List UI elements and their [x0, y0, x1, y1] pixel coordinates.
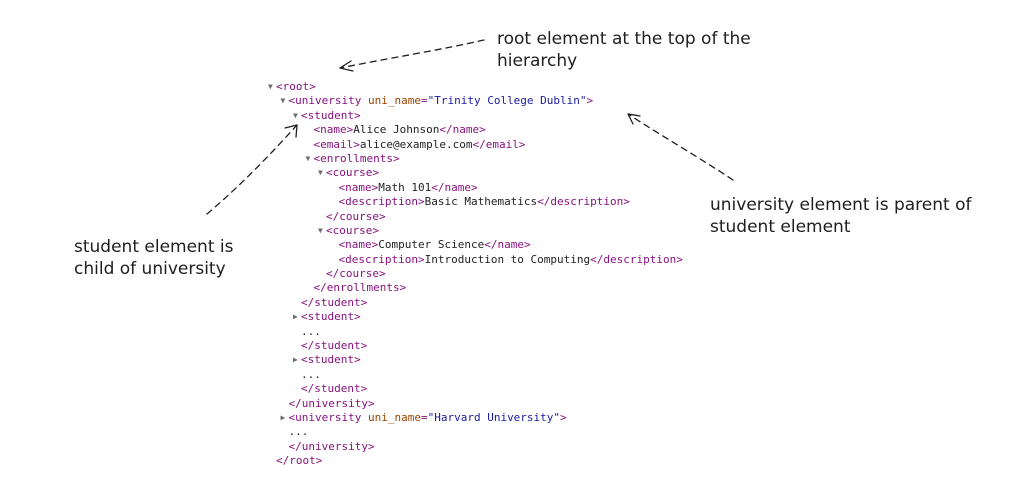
xml-tag: </university>	[288, 396, 375, 410]
xml-txt: Computer Science	[378, 238, 485, 252]
arrow-to-student	[206, 124, 298, 215]
collapse-triangle-icon[interactable]: ▶	[293, 312, 298, 322]
xml-line: </course>	[0, 210, 760, 224]
xml-line: <name>Computer Science</name>	[0, 238, 760, 252]
arrow-to-student-line	[206, 124, 298, 215]
xml-tag: <university	[288, 94, 368, 108]
xml-tag: </name>	[431, 180, 478, 194]
xml-tag: </name>	[484, 238, 531, 252]
xml-attr-name: uni_name	[367, 94, 421, 108]
xml-tag: <course>	[326, 166, 379, 180]
xml-txt: Alice Johnson	[353, 123, 440, 137]
expand-triangle-icon[interactable]: ▼	[268, 82, 273, 91]
xml-attr-name: uni_name	[367, 410, 421, 424]
xml-line: </enrollments>	[0, 281, 760, 295]
xml-line: </university>	[0, 440, 760, 454]
xml-tag: <name>	[313, 123, 354, 137]
xml-txt: ...	[288, 425, 309, 439]
xml-txt: Math 101	[378, 180, 432, 194]
expand-triangle-icon[interactable]: ▼	[318, 225, 323, 235]
xml-tag: </enrollments>	[313, 281, 407, 295]
xml-tag: =	[420, 94, 428, 108]
xml-tag: </root>	[276, 454, 323, 468]
arrow-to-student-head	[284, 124, 298, 138]
xml-tag: <root>	[276, 80, 316, 93]
xml-line: ▶<student>	[0, 353, 760, 367]
xml-tag: <email>	[313, 137, 360, 151]
xml-line: </student>	[0, 339, 760, 353]
xml-tree-viewer: ▼<root>▼<university uni_name="Trinity Co…	[0, 80, 760, 469]
xml-line: <email>alice@example.com</email>	[0, 138, 760, 152]
xml-tag: <name>	[338, 238, 379, 252]
xml-txt: ...	[301, 367, 321, 381]
xml-tag: <student>	[301, 108, 361, 122]
xml-line: ...	[0, 368, 760, 382]
arrow-to-root-head	[339, 60, 354, 72]
xml-line: ...	[0, 325, 760, 339]
xml-line: ▼<root>	[0, 80, 760, 94]
xml-tag: <course>	[326, 223, 379, 237]
xml-tag: =	[420, 410, 428, 424]
xml-line: ▶<student>	[0, 310, 760, 324]
expand-triangle-icon[interactable]: ▼	[318, 168, 323, 178]
xml-line: </student>	[0, 382, 760, 396]
arrow-to-root-line	[339, 39, 485, 69]
xml-line: </university>	[0, 397, 760, 411]
xml-line: <description>Introduction to Computing</…	[0, 253, 760, 267]
xml-line: </root>	[0, 454, 760, 468]
arrow-to-university-line	[627, 113, 734, 181]
xml-tag: </student>	[301, 295, 368, 309]
expand-triangle-icon[interactable]: ▼	[293, 110, 298, 120]
xml-tag: </course>	[326, 209, 386, 223]
xml-tag: </name>	[439, 123, 486, 137]
xml-line: </course>	[0, 267, 760, 281]
xml-line: <name>Math 101</name>	[0, 181, 760, 195]
arrow-to-university	[627, 113, 734, 181]
xml-tag: <university	[288, 410, 368, 424]
xml-attr-val: "Trinity College Dublin"	[427, 94, 587, 108]
xml-line: ▶<university uni_name="Harvard Universit…	[0, 411, 760, 425]
xml-line: ...	[0, 425, 760, 439]
xml-line: <name>Alice Johnson</name>	[0, 123, 760, 137]
xml-tag: </email>	[472, 137, 526, 151]
xml-tag: <enrollments>	[313, 151, 400, 165]
collapse-triangle-icon[interactable]: ▶	[280, 412, 286, 422]
arrow-to-root	[339, 39, 485, 72]
xml-txt: Introduction to Computing	[424, 252, 591, 266]
xml-tag: >	[560, 410, 567, 424]
xml-line: ▼<course>	[0, 166, 760, 180]
xml-line: ▼<student>	[0, 109, 760, 123]
xml-line: </student>	[0, 296, 760, 310]
xml-line: ▼<university uni_name="Trinity College D…	[0, 94, 760, 108]
xml-txt: ...	[301, 324, 321, 338]
xml-tag: </description>	[590, 252, 683, 266]
xml-txt: Basic Mathematics	[424, 195, 538, 209]
xml-tag: </student>	[301, 382, 368, 396]
annotation-child-element: student element is child of university	[74, 237, 234, 279]
xml-attr-val: "Harvard University"	[427, 410, 561, 424]
xml-tag: >	[586, 94, 594, 108]
xml-tag: <student>	[301, 310, 361, 324]
xml-tag: </student>	[301, 339, 368, 353]
annotation-parent-element: university element is parent of student …	[710, 195, 972, 237]
xml-tag: <name>	[338, 180, 379, 194]
xml-line: <description>Basic Mathematics</descript…	[0, 195, 760, 209]
xml-tag: </university>	[288, 439, 375, 453]
xml-txt: alice@example.com	[359, 137, 473, 151]
xml-line: ▼<enrollments>	[0, 152, 760, 166]
xml-tag: </course>	[326, 267, 386, 281]
xml-line: ▼<course>	[0, 224, 760, 238]
xml-tag: </description>	[537, 195, 630, 209]
xml-tag: <description>	[338, 252, 425, 266]
expand-triangle-icon[interactable]: ▼	[280, 96, 286, 106]
arrow-to-university-head	[627, 113, 641, 125]
annotation-root-element: root element at the top of the hierarchy	[497, 29, 751, 71]
expand-triangle-icon[interactable]: ▼	[305, 153, 311, 163]
xml-tag: <student>	[301, 353, 361, 367]
xml-tag: <description>	[338, 195, 425, 209]
collapse-triangle-icon[interactable]: ▶	[293, 355, 298, 365]
